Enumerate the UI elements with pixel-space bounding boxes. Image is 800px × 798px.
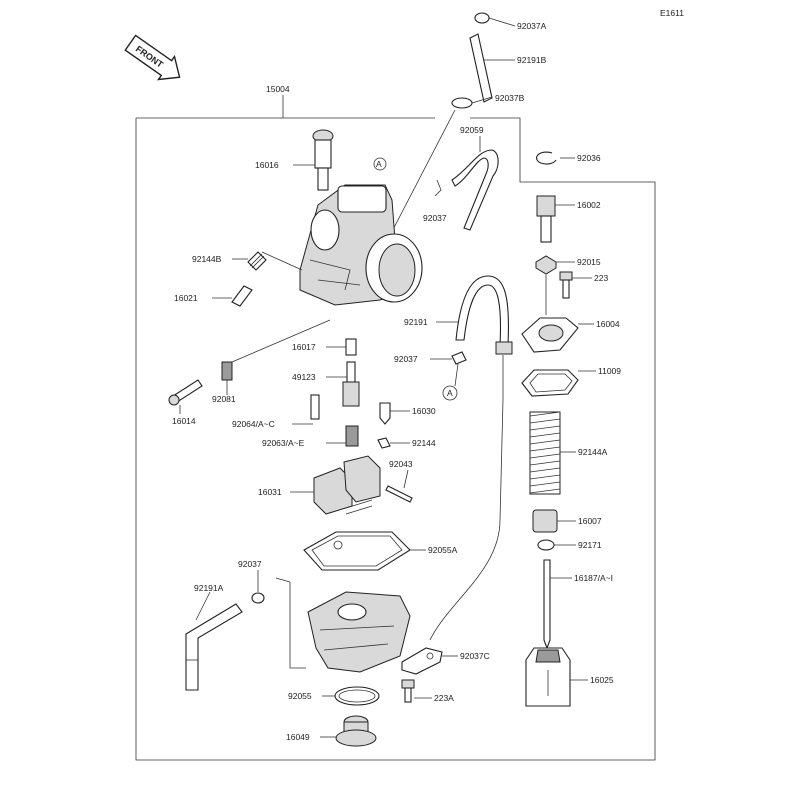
air-screw-16016: [293, 129, 334, 191]
callout-92037-mid: 92037: [394, 354, 418, 364]
callout-92037b: 92037B: [495, 93, 525, 103]
callout-92144: 92144: [412, 438, 436, 448]
jet-needle: [543, 559, 572, 650]
callout-223a: 223A: [434, 693, 454, 703]
callout-92059: 92059: [460, 125, 484, 135]
callout-16025: 16025: [590, 675, 614, 685]
idle-screw-16021: [212, 285, 253, 307]
main-jet: [326, 425, 359, 447]
callout-16014: 16014: [172, 416, 196, 426]
float-valve: [379, 402, 410, 425]
callout-92055: 92055: [288, 691, 312, 701]
callout-92064: 92064/A~C: [232, 419, 275, 429]
assembly-bracket: [135, 95, 656, 761]
carburetor-body: [299, 184, 423, 306]
callout-92191: 92191: [404, 317, 428, 327]
nut: [535, 255, 575, 315]
callout-92037-vent: 92037: [423, 213, 447, 223]
callout-92037c: 92037C: [460, 651, 490, 661]
clip-92037-mid: [430, 351, 467, 401]
drain-plug: [320, 715, 377, 747]
callout-11009: 11009: [598, 366, 621, 376]
needle-jet-49123: [326, 361, 360, 407]
callout-92144b: 92144B: [192, 254, 222, 264]
clip-92171: [537, 539, 576, 551]
spring-92144a: [529, 411, 576, 495]
callout-16017: 16017: [292, 342, 316, 352]
float-16031: [290, 455, 381, 515]
overflow-line: [429, 355, 504, 641]
callout-92036: 92036: [577, 153, 601, 163]
spring-92081: [221, 319, 331, 395]
callout-92063: 92063/A~E: [262, 438, 305, 448]
callout-223: 223: [594, 273, 608, 283]
top-fitting: [536, 195, 575, 243]
callout-16030: 16030: [412, 406, 436, 416]
hose-92191: [436, 275, 513, 355]
callout-a-mid: A: [447, 388, 453, 398]
c-clip: [536, 151, 557, 165]
o-ring-92055: [322, 686, 380, 706]
slide-holder: [532, 509, 576, 533]
callout-92015: 92015: [577, 257, 601, 267]
callout-92037a: 92037A: [517, 21, 547, 31]
screw-16014: [168, 379, 203, 414]
pilot-jet: [292, 394, 320, 425]
spring-92144: [377, 437, 410, 449]
clip-92037-low: [251, 570, 265, 604]
callout-16002: 16002: [577, 200, 601, 210]
callout-92144a: 92144A: [578, 447, 608, 457]
diagram-code: E1611: [660, 8, 684, 18]
clip-92037c: [401, 647, 458, 675]
callout-92037-low: 92037: [238, 559, 262, 569]
vent-tube: [434, 136, 499, 231]
callout-16004: 16004: [596, 319, 620, 329]
pin-92043: [385, 469, 413, 503]
tube-92191a: [185, 591, 243, 691]
float-bowl: [275, 577, 411, 673]
callout-92043: 92043: [389, 459, 413, 469]
callout-16007: 16007: [578, 516, 602, 526]
throttle-valve: [525, 647, 588, 707]
callout-92055a: 92055A: [428, 545, 458, 555]
front-arrow-icon: FRONT: [124, 34, 181, 81]
callout-16049: 16049: [286, 732, 310, 742]
screw-223a: [401, 679, 432, 703]
tube-assembly-top: [384, 12, 516, 246]
callout-a-top: A: [376, 159, 382, 169]
callout-49123: 49123: [292, 372, 316, 382]
callout-92191b: 92191B: [517, 55, 547, 65]
callout-16016: 16016: [255, 160, 279, 170]
callout-92191a: 92191A: [194, 583, 224, 593]
callout-16187: 16187/A~I: [574, 573, 613, 583]
callout-15004: 15004: [266, 84, 290, 94]
top-cap: [521, 317, 594, 353]
gasket-92055a: [303, 531, 426, 571]
callout-92081: 92081: [212, 394, 236, 404]
gasket-11009: [521, 369, 596, 397]
callout-16031: 16031: [258, 487, 282, 497]
screw-223: [559, 271, 592, 299]
callout-92171: 92171: [578, 540, 602, 550]
spring-92144b: [232, 251, 303, 271]
jet-16017: [326, 338, 357, 356]
callout-16021: 16021: [174, 293, 198, 303]
